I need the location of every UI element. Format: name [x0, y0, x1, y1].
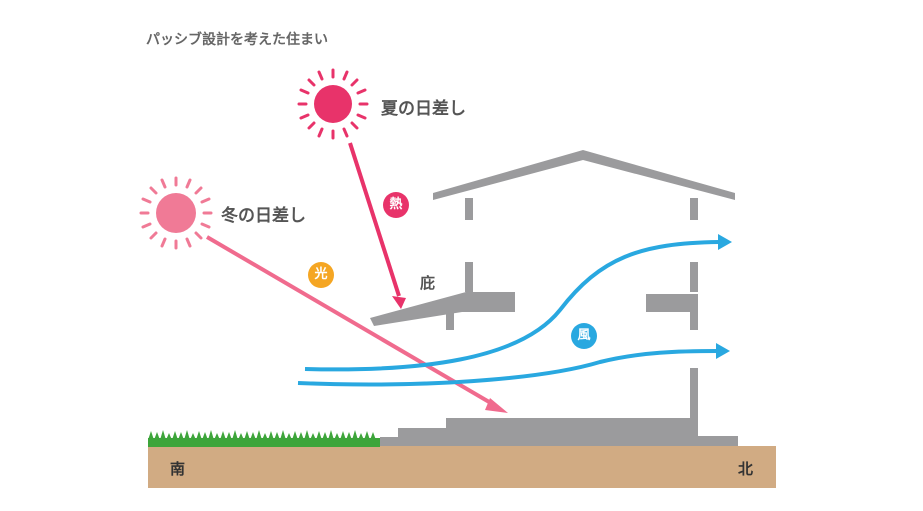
wind-badge: 風	[571, 323, 597, 349]
heat-badge: 熱	[383, 192, 409, 218]
ground	[148, 446, 776, 488]
light-badge: 光	[308, 262, 334, 288]
eave	[370, 292, 515, 326]
winter-sun-icon	[139, 176, 213, 250]
grass	[148, 430, 380, 447]
winter-sunlight-arrow	[205, 235, 508, 413]
north-wall	[690, 368, 698, 418]
south-wall	[465, 262, 473, 292]
wind-arrow-lower	[297, 343, 730, 387]
eave-label: 庇	[420, 274, 436, 292]
foundation	[380, 418, 738, 446]
north-floor-slab	[646, 294, 698, 312]
winter-sun-label: 冬の日差し	[221, 206, 306, 226]
diagram-title: パッシブ設計を考えた住まい	[146, 32, 328, 48]
house-roof	[433, 150, 735, 200]
wind-arrow-upper	[304, 234, 732, 372]
summer-sun-icon	[297, 68, 369, 140]
summer-sunlight-arrow	[348, 142, 406, 309]
house	[370, 150, 738, 446]
summer-sun-label: 夏の日差し	[381, 99, 466, 119]
south-label: 南	[170, 460, 186, 478]
north-label: 北	[738, 460, 754, 478]
